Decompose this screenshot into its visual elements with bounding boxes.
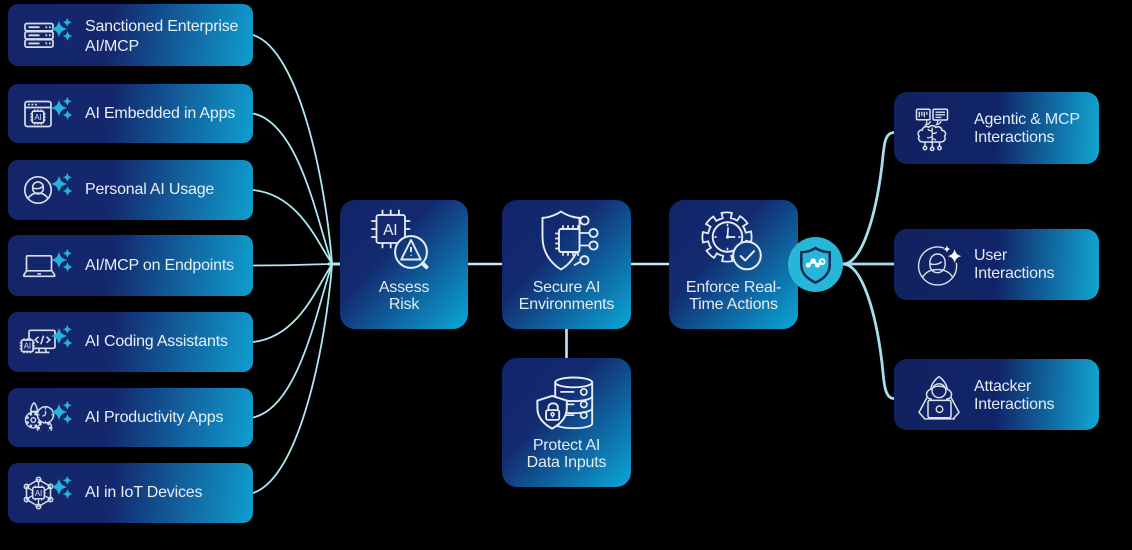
svg-text:AI: AI: [383, 222, 397, 239]
svg-text:AI: AI: [24, 342, 31, 351]
svg-text:AI: AI: [34, 112, 41, 121]
svg-text:AI: AI: [35, 489, 42, 498]
